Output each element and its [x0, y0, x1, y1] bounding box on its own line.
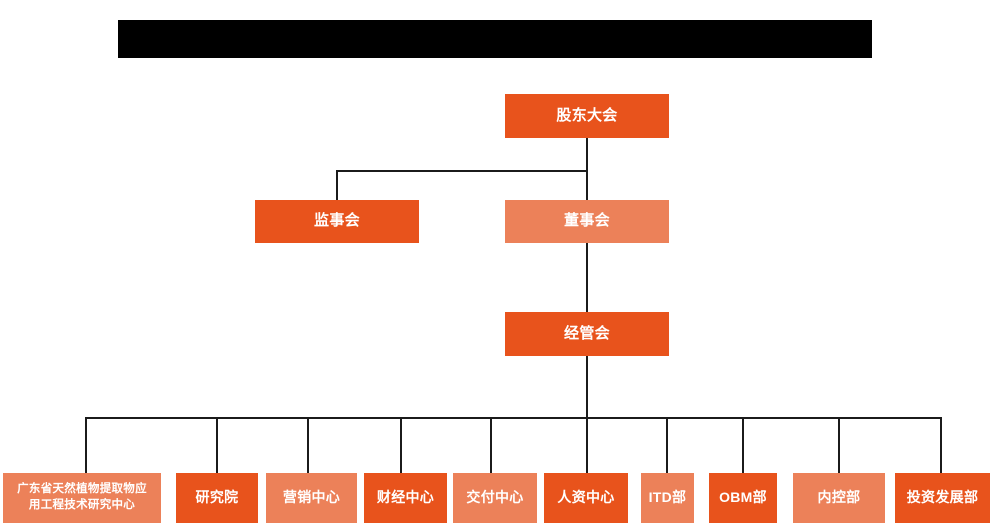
- connector-drop-finance-center: [400, 417, 402, 473]
- connector-level4-bus: [85, 417, 941, 419]
- node-finance-center[interactable]: 财经中心: [364, 473, 447, 523]
- node-board-of-directors[interactable]: 董事会: [505, 200, 669, 243]
- node-label-delivery-center: 交付中心: [466, 489, 524, 506]
- connector-drop-hr-center: [586, 417, 588, 473]
- connector-bus-to-directors: [586, 170, 588, 201]
- node-delivery-center[interactable]: 交付中心: [453, 473, 537, 523]
- redacted-title-banner: [118, 20, 872, 58]
- connector-shareholders-to-bus: [586, 138, 588, 172]
- node-guangdong-research-center[interactable]: 广东省天然植物提取物应 用工程技术研究中心: [3, 473, 161, 523]
- connector-drop-obm-department: [742, 417, 744, 473]
- node-label-board-of-supervisors: 监事会: [314, 212, 360, 230]
- node-label-guangdong-research-center: 广东省天然植物提取物应 用工程技术研究中心: [17, 483, 147, 511]
- connector-drop-internal-control-department: [838, 417, 840, 473]
- connector-drop-delivery-center: [490, 417, 492, 473]
- node-itd-department[interactable]: ITD部: [641, 473, 694, 523]
- node-label-finance-center: 财经中心: [376, 489, 435, 506]
- node-hr-center[interactable]: 人资中心: [544, 473, 628, 523]
- connector-management-to-bus: [586, 356, 588, 418]
- node-label-research-institute: 研究院: [195, 489, 239, 506]
- node-marketing-center[interactable]: 营销中心: [266, 473, 357, 523]
- node-label-investment-development-department: 投资发展部: [906, 489, 979, 506]
- node-research-institute[interactable]: 研究院: [176, 473, 258, 523]
- node-label-itd-department: ITD部: [648, 489, 687, 506]
- connector-level2-bus: [336, 170, 588, 172]
- connector-drop-guangdong-research-center: [85, 417, 87, 473]
- node-label-marketing-center: 营销中心: [282, 489, 341, 506]
- connector-drop-research-institute: [216, 417, 218, 473]
- node-obm-department[interactable]: OBM部: [709, 473, 777, 523]
- node-label-management-committee: 经管会: [564, 324, 610, 342]
- connector-directors-to-management: [586, 243, 588, 312]
- node-internal-control-department[interactable]: 内控部: [793, 473, 885, 523]
- connector-drop-marketing-center: [307, 417, 309, 473]
- node-label-obm-department: OBM部: [719, 489, 767, 506]
- connector-drop-investment-development-department: [940, 417, 942, 473]
- connector-drop-itd-department: [666, 417, 668, 473]
- node-management-committee[interactable]: 经管会: [505, 312, 669, 356]
- node-label-board-of-directors: 董事会: [564, 212, 610, 230]
- connector-bus-to-supervisors: [336, 170, 338, 201]
- node-label-shareholders-meeting: 股东大会: [556, 106, 618, 124]
- node-label-hr-center: 人资中心: [557, 489, 615, 506]
- node-investment-development-department[interactable]: 投资发展部: [895, 473, 990, 523]
- node-board-of-supervisors[interactable]: 监事会: [255, 200, 419, 243]
- node-shareholders-meeting[interactable]: 股东大会: [505, 94, 669, 138]
- node-label-internal-control-department: 内控部: [817, 489, 861, 506]
